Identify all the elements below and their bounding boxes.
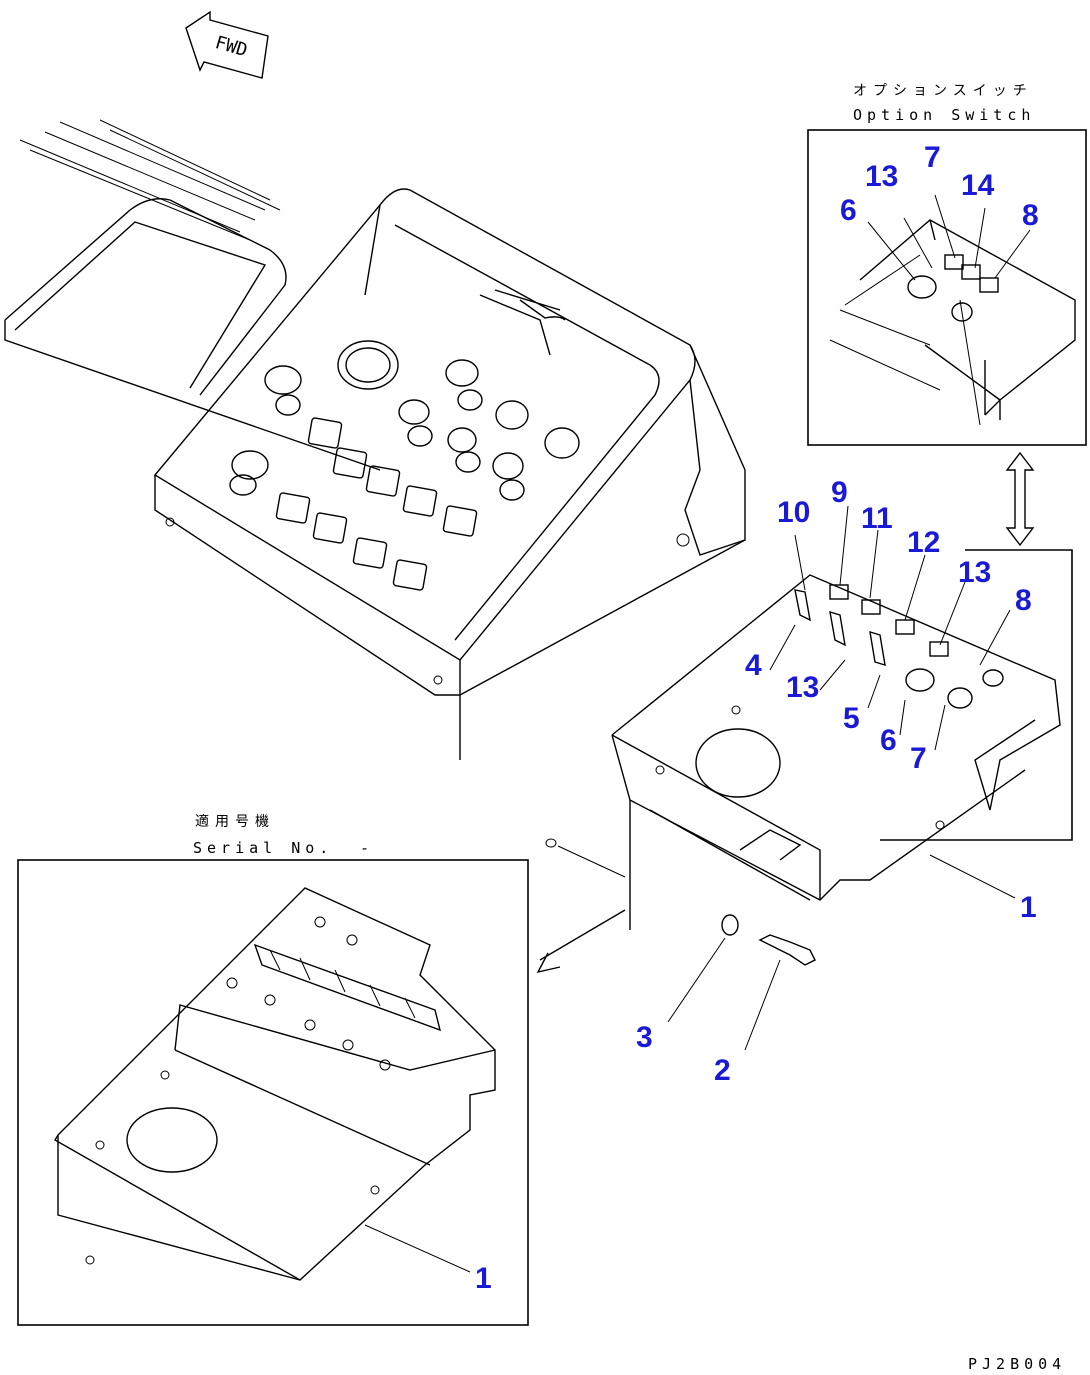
fastener-parts: 3 2 xyxy=(536,838,816,1087)
option-callout-13: 13 xyxy=(865,160,898,193)
panel-callout-13b: 13 xyxy=(786,671,819,704)
option-frame xyxy=(807,129,1087,446)
option-callout-6: 6 xyxy=(840,194,857,227)
panel-callout-10: 10 xyxy=(777,496,810,529)
console-switches xyxy=(229,289,580,591)
option-callout-8: 8 xyxy=(1022,199,1039,232)
option-switch-box: オプションスイッチ Option Switch 13 7 14 6 8 xyxy=(807,83,1087,446)
option-title-en: Option Switch xyxy=(853,106,1035,124)
panel-callout-5: 5 xyxy=(843,702,860,735)
panel-callout-12: 12 xyxy=(907,526,940,559)
serial-title-en: Serial No. xyxy=(193,839,333,857)
part-callout-2: 2 xyxy=(714,1054,731,1087)
option-callout-14: 14 xyxy=(961,169,995,202)
fwd-arrow: FWD xyxy=(185,10,269,79)
serial-callout-1: 1 xyxy=(475,1262,492,1295)
part-callout-3: 3 xyxy=(636,1021,653,1054)
panel-callout-7: 7 xyxy=(910,742,927,775)
serial-frame xyxy=(17,859,529,1326)
fwd-label: FWD xyxy=(213,32,250,61)
panel-callout-9: 9 xyxy=(831,476,848,509)
panel-callout-1: 1 xyxy=(1020,891,1037,924)
panel-callout-4: 4 xyxy=(745,649,762,682)
switch-panel: 10 9 11 12 13 8 4 13 5 6 7 xyxy=(611,476,1073,930)
serial-title-jp: 適用号機 xyxy=(195,813,275,830)
option-title-jp: オプションスイッチ xyxy=(853,83,1033,99)
panel-callout-8: 8 xyxy=(1015,584,1032,617)
double-arrow xyxy=(1005,451,1035,547)
panel-callout-13a: 13 xyxy=(958,556,991,589)
option-callout-7: 7 xyxy=(924,141,941,174)
drawing-code: PJ2B004 xyxy=(968,1355,1066,1373)
serial-title-suffix: - xyxy=(360,839,374,857)
main-console xyxy=(4,119,746,760)
panel-callout-11: 11 xyxy=(861,502,893,535)
panel-callout-6: 6 xyxy=(880,724,897,757)
serial-box: 適用号機 Serial No. - 1 xyxy=(17,813,529,1326)
